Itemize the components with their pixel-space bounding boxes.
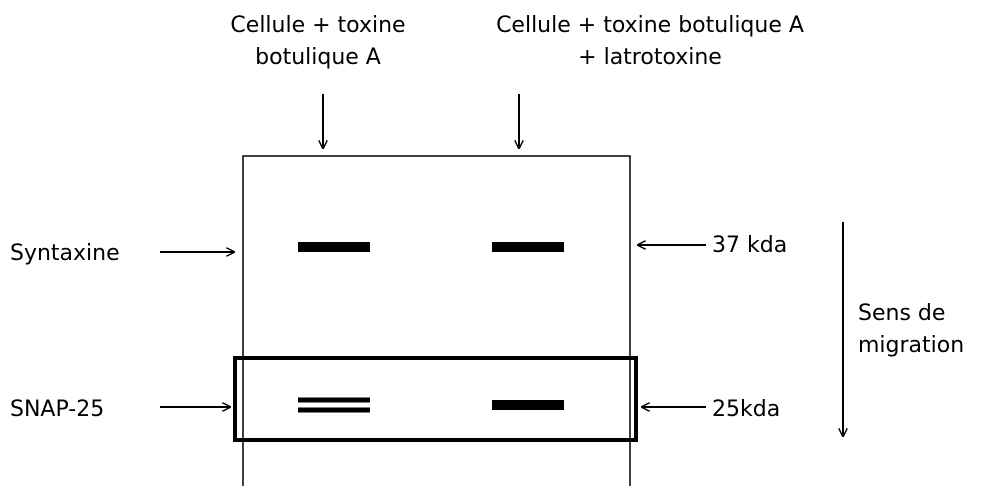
protein-label-syntaxine: Syntaxine (10, 241, 120, 266)
band-lane1-protein2-2 (298, 407, 370, 413)
band-lane2-protein1-1 (492, 242, 564, 252)
mass-label-25: 25kda (712, 397, 781, 422)
band-lane1-protein2-1 (298, 397, 370, 403)
migration-label-line1: Sens de (858, 301, 946, 326)
band-lane2-protein2-1 (492, 400, 564, 410)
migration-label: Sens de migration (858, 298, 964, 362)
lane-1-header-line2: botulique A (255, 45, 381, 70)
mass-label-37: 37 kda (712, 233, 788, 258)
gel-outline (242, 155, 631, 486)
protein-label-snap25: SNAP-25 (10, 397, 105, 422)
lane-1-header-line1: Cellule + toxine (230, 13, 406, 38)
migration-label-line2: migration (858, 333, 965, 358)
lane-2-header: Cellule + toxine botulique A + latrotoxi… (455, 10, 845, 74)
lane-1-header: Cellule + toxine botulique A (198, 10, 438, 74)
snap25-frame (233, 356, 638, 442)
lane-2-header-line1: Cellule + toxine botulique A (496, 13, 804, 38)
bands (298, 242, 564, 413)
band-lane1-protein1-1 (298, 242, 370, 252)
lane-2-header-line2: + latrotoxine (578, 45, 722, 70)
